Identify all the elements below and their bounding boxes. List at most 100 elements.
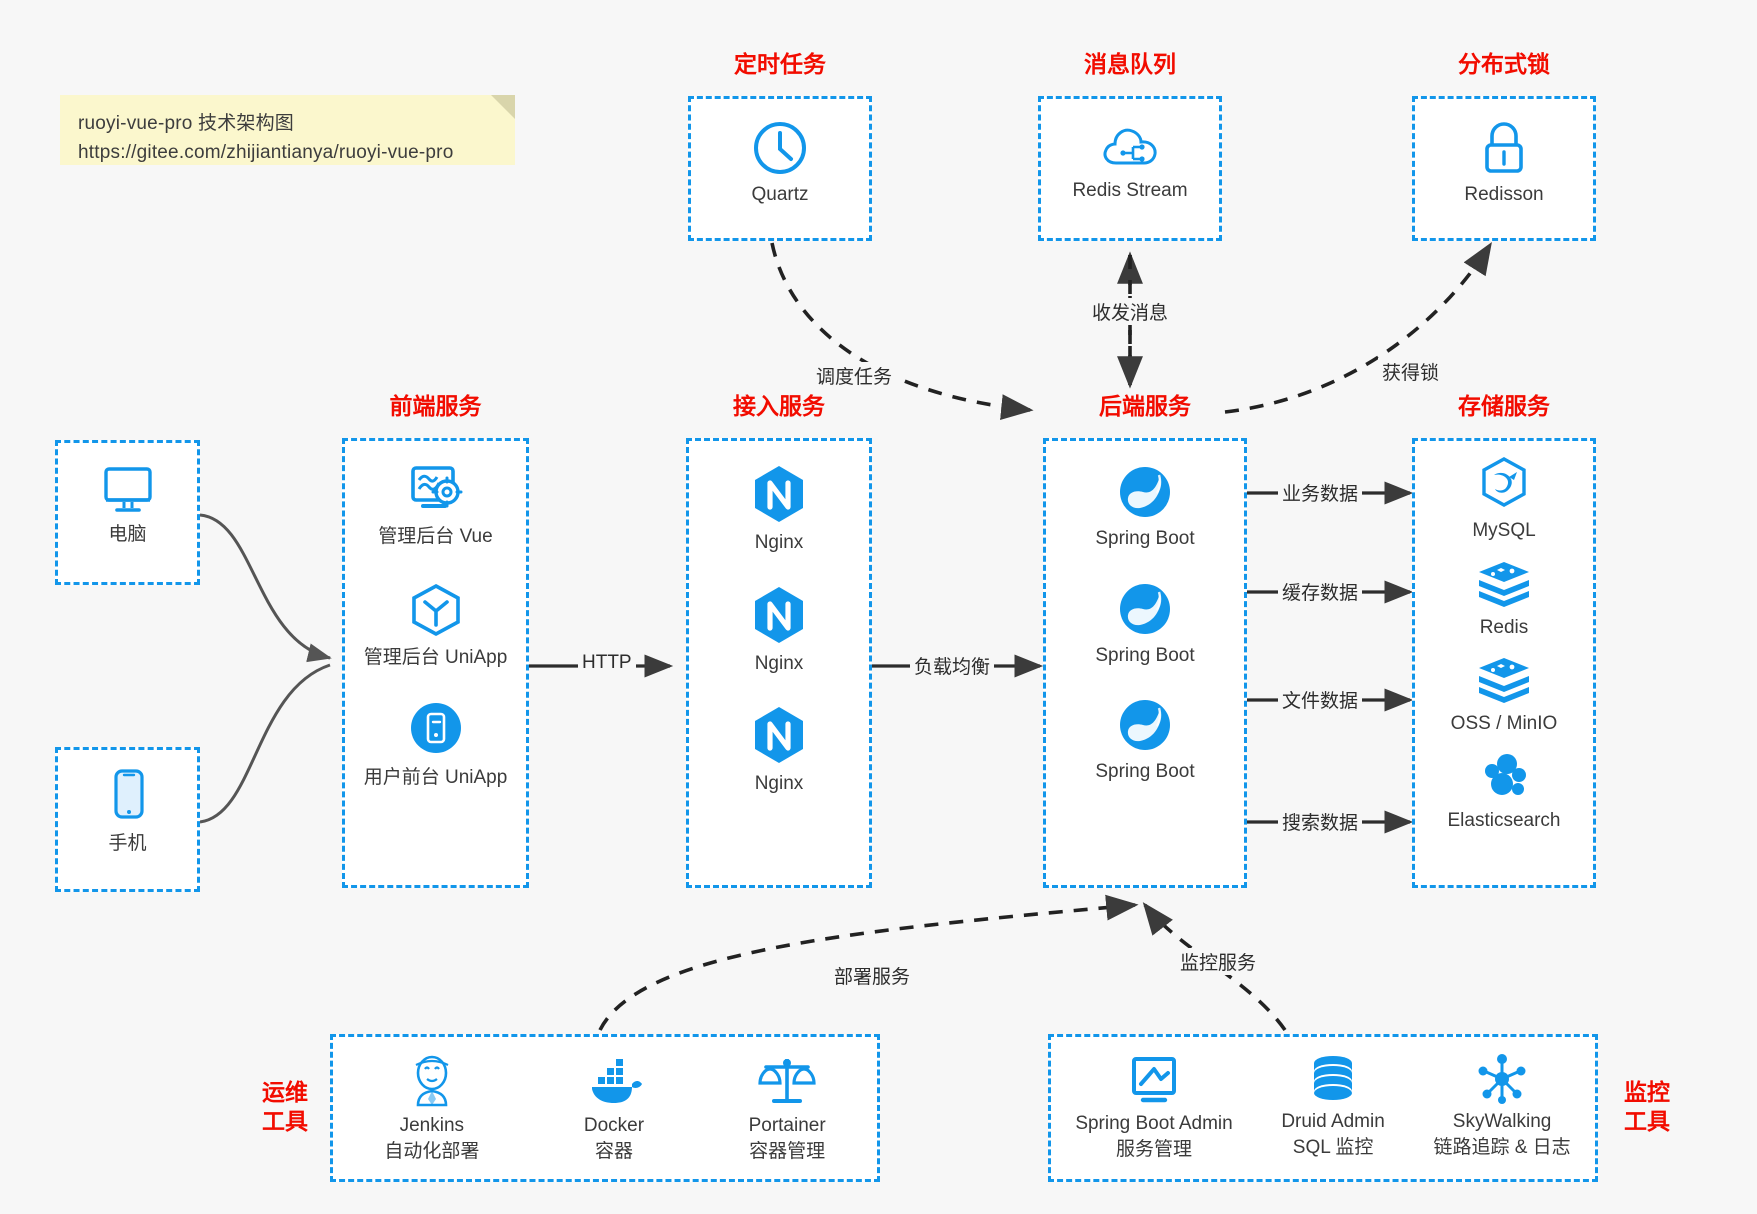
- node-user-uniapp[interactable]: 用户前台 UniApp: [345, 670, 526, 791]
- edge-label-business-data: 业务数据: [1278, 479, 1363, 506]
- skywalking-node-icon: [1478, 1054, 1526, 1104]
- edge-label-file-data: 文件数据: [1278, 686, 1363, 713]
- node-nginx-1[interactable]: Nginx: [689, 441, 869, 556]
- node-sublabel: 链路追踪 & 日志: [1433, 1136, 1571, 1158]
- node-label: OSS / MinIO: [1450, 713, 1558, 735]
- note-fold-corner: [491, 95, 515, 119]
- node-druid-admin[interactable]: Druid Admin SQL 监控: [1281, 1051, 1385, 1160]
- edge-label-acquire-lock: 获得锁: [1378, 358, 1444, 385]
- mobile-icon: [113, 769, 144, 819]
- database-icon: [1314, 1056, 1353, 1100]
- edge-label-deploy-service: 部署服务: [830, 962, 915, 989]
- nginx-icon: [755, 466, 803, 522]
- group-box-scheduled-task: Quartz: [688, 96, 872, 241]
- docker-whale-icon: [591, 1059, 642, 1103]
- node-sublabel: 容器: [594, 1140, 633, 1162]
- edge-quartz-to-backend: [770, 242, 1034, 421]
- node-jenkins[interactable]: Jenkins 自动化部署: [384, 1051, 479, 1164]
- spring-leaf-icon: [1120, 700, 1170, 751]
- clock-icon: [754, 122, 806, 174]
- desktop-icon: [103, 467, 152, 512]
- group-title-devops-line2: 工具: [262, 1107, 308, 1134]
- group-title-monitoring-line2: 工具: [1624, 1107, 1670, 1134]
- node-admin-uniapp[interactable]: 管理后台 UniApp: [345, 550, 526, 671]
- edge-label-schedule-task: 调度任务: [812, 362, 897, 389]
- edge-desktop-to-frontend: [199, 513, 332, 663]
- group-box-monitoring: Spring Boot Admin 服务管理 Druid Admin SQL 监…: [1048, 1034, 1598, 1182]
- phone-circle-icon: [410, 703, 461, 754]
- node-desktop[interactable]: 电脑: [58, 443, 197, 548]
- group-title-scheduled-task: 定时任务: [734, 51, 826, 77]
- node-sublabel: SQL 监控: [1292, 1136, 1374, 1158]
- edge-devops-to-backend: [598, 894, 1139, 1031]
- node-nginx-3[interactable]: Nginx: [689, 676, 869, 797]
- node-sublabel: 自动化部署: [384, 1140, 480, 1162]
- group-box-storage: MySQL Redis OSS / MinIO: [1412, 438, 1596, 888]
- node-spring-boot-1[interactable]: Spring Boot: [1046, 441, 1244, 552]
- node-label: Nginx: [754, 773, 804, 795]
- node-spring-boot-2[interactable]: Spring Boot: [1046, 552, 1244, 669]
- node-label: 用户前台 UniApp: [363, 767, 508, 789]
- node-label: Spring Boot Admin: [1075, 1113, 1233, 1134]
- nginx-icon: [755, 707, 803, 764]
- node-label: Druid Admin: [1281, 1111, 1385, 1132]
- node-label: Portainer: [748, 1115, 826, 1136]
- node-redisson[interactable]: Redisson: [1415, 99, 1593, 208]
- node-docker[interactable]: Docker 容器: [582, 1051, 646, 1164]
- node-oss-minio[interactable]: OSS / MinIO: [1415, 640, 1593, 737]
- note-url: https://gitee.com/zhijiantianya/ruoyi-vu…: [78, 142, 454, 164]
- group-box-mobile: 手机: [55, 747, 200, 892]
- spring-leaf-icon: [1120, 467, 1170, 517]
- edge-label-search-data: 搜索数据: [1278, 808, 1363, 835]
- jenkins-butler-icon: [415, 1055, 449, 1107]
- edge-label-http: HTTP: [578, 652, 636, 674]
- node-redis[interactable]: Redis: [1415, 544, 1593, 641]
- node-mobile[interactable]: 手机: [58, 750, 197, 857]
- dashboard-gear-icon: [410, 466, 462, 508]
- node-elasticsearch[interactable]: Elasticsearch: [1415, 737, 1593, 834]
- node-skywalking[interactable]: SkyWalking 链路追踪 & 日志: [1433, 1051, 1571, 1160]
- group-box-backend: Spring Boot Spring Boot Spring Boot: [1043, 438, 1247, 888]
- edge-backend-to-lock: [1224, 241, 1492, 414]
- node-redis-stream[interactable]: Redis Stream: [1041, 99, 1219, 204]
- group-box-frontend: 管理后台 Vue 管理后台 UniApp 用户前台 UniApp: [342, 438, 529, 888]
- nginx-icon: [755, 586, 803, 643]
- spring-leaf-icon: [1120, 583, 1170, 634]
- node-label: 管理后台 UniApp: [363, 646, 508, 668]
- node-label: Spring Boot: [1095, 644, 1195, 666]
- node-admin-vue[interactable]: 管理后台 Vue: [345, 441, 526, 550]
- node-mysql[interactable]: MySQL: [1415, 441, 1593, 544]
- node-quartz[interactable]: Quartz: [691, 99, 869, 208]
- cube-icon: [411, 583, 460, 636]
- mysql-dolphin-icon: [1482, 457, 1526, 507]
- group-box-desktop: 电脑: [55, 440, 200, 585]
- node-label: SkyWalking: [1452, 1111, 1552, 1132]
- redis-stack-icon: [1479, 658, 1529, 704]
- group-title-backend: 后端服务: [1099, 393, 1191, 419]
- node-spring-boot-admin[interactable]: Spring Boot Admin 服务管理: [1075, 1051, 1233, 1162]
- edge-label-send-receive-message: 收发消息: [1088, 298, 1173, 325]
- node-label: MySQL: [1472, 520, 1536, 541]
- node-label: Quartz: [751, 184, 809, 205]
- node-label: 手机: [108, 833, 147, 854]
- node-label: Redisson: [1464, 184, 1544, 205]
- node-label: Docker: [583, 1115, 645, 1136]
- group-title-devops-line1: 运维: [262, 1079, 308, 1105]
- node-nginx-2[interactable]: Nginx: [689, 556, 869, 677]
- node-label: Jenkins: [399, 1115, 465, 1136]
- monitor-chart-icon: [1132, 1057, 1176, 1103]
- node-sublabel: 容器管理: [749, 1140, 826, 1162]
- group-title-monitoring-line1: 监控: [1624, 1079, 1670, 1105]
- edge-mobile-to-frontend: [199, 663, 331, 824]
- group-box-distributed-lock: Redisson: [1412, 96, 1596, 241]
- node-spring-boot-3[interactable]: Spring Boot: [1046, 668, 1244, 785]
- lock-icon: [1485, 122, 1523, 173]
- group-title-frontend: 前端服务: [389, 393, 482, 419]
- group-box-gateway: Nginx Nginx Nginx: [686, 438, 872, 888]
- group-box-devops: Jenkins 自动化部署 Docker 容器: [330, 1034, 880, 1182]
- node-label: Spring Boot: [1095, 761, 1195, 783]
- node-label: 电脑: [108, 524, 147, 545]
- node-portainer[interactable]: Portainer 容器管理: [749, 1051, 826, 1164]
- redis-stack-icon: [1479, 561, 1529, 607]
